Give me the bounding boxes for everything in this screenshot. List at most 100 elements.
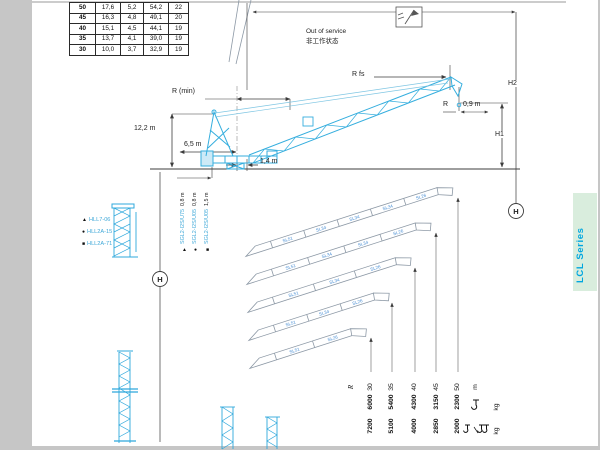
tower-section-label: SGL2-I2S/U05 0,8 m	[192, 192, 198, 244]
capacity-value: 2850	[432, 418, 440, 434]
jib-section-label: SL34	[321, 251, 333, 259]
cell: 30	[69, 44, 96, 56]
out-of-service-label-cn: 非工作状态	[306, 38, 339, 45]
capacity-value: 5100	[387, 418, 395, 434]
mast-legend-label: HLL2A-71	[87, 241, 113, 247]
table-row: 40 15,1 4,5 44,1 19	[69, 23, 189, 35]
jib-section-label: SL34	[349, 214, 361, 222]
mast-legend-label: HLL2A-15	[87, 229, 113, 235]
cell: 4,1	[120, 33, 144, 46]
jib-50m: SL51 SL34 SL34 SL34 SL26	[244, 187, 454, 258]
section-code: SGL2-I2S/U05	[204, 208, 210, 244]
jib-45m: SL51 SL34 SL34 SL26	[245, 222, 432, 286]
table-row: 35 13,7 4,1 39,0 19	[69, 33, 189, 46]
h1-label: H1	[494, 131, 505, 138]
cell: 54,2	[143, 2, 169, 14]
jib-section-label: SL26	[392, 228, 404, 236]
table-row: 30 10,0 3,7 32,9 19	[69, 44, 189, 56]
cell: 17,6	[95, 2, 121, 14]
mast-column-2	[265, 416, 280, 449]
h2-label: H2	[507, 80, 518, 87]
section-code: SGL2-I2S/U05	[192, 208, 198, 244]
cell: 5,2	[120, 2, 144, 14]
mast-sections	[111, 203, 280, 450]
crane-elevation-drawing	[200, 76, 463, 170]
hook-2fall-icon	[463, 424, 489, 434]
jib-section-label: SL26	[327, 334, 339, 342]
jib-chords	[248, 76, 456, 164]
square-marker-icon: ■	[82, 241, 86, 248]
jib-spec-table: 50 17,6 5,2 54,2 22 45 16,3 4,8 49,1 20 …	[69, 2, 189, 56]
jib-35m: SL51 SL34 SL26	[247, 292, 390, 342]
mast-legend-item: ● HLL2A-15	[82, 229, 113, 236]
jib-configurations: SL51 SL34 SL34 SL34 SL26 SL51 SL34 SL34 …	[244, 187, 460, 372]
pivot-offset-label: 1,4 m	[260, 158, 278, 165]
capacity-value: 4000	[410, 418, 418, 434]
cell: 49,1	[143, 12, 169, 25]
cell: 10,0	[95, 44, 121, 56]
capacity-value: 7200	[366, 418, 374, 434]
h-marker-left: H	[157, 275, 162, 284]
jib-section-label: SL51	[285, 263, 297, 271]
table-row: 45 16,3 4,8 49,1 20	[69, 12, 189, 25]
circle-marker-icon: ●	[194, 247, 198, 253]
jib-head	[450, 76, 463, 98]
tip-offset-label: 0,9 m	[463, 101, 481, 108]
triangle-marker-icon: ▲	[82, 217, 87, 224]
series-label: LCL Series	[575, 227, 586, 283]
out-of-service-label: Out of service	[306, 28, 347, 35]
r-fs-label: R fs	[352, 71, 365, 78]
cell: 4,5	[120, 23, 144, 35]
circle-marker-icon: ●	[82, 229, 86, 236]
cell: 4,8	[120, 12, 144, 25]
cell: 15,1	[95, 23, 121, 35]
jib-section-label: SL34	[318, 309, 330, 317]
cell: 44,1	[143, 23, 169, 35]
page-right-edge	[598, 0, 600, 450]
radius-unit: m	[471, 384, 479, 390]
square-marker-icon: ■	[206, 247, 210, 253]
mast-legend-item: ■ HLL2A-71	[82, 241, 113, 248]
cell: 19	[168, 44, 189, 56]
series-tab: LCL Series	[573, 193, 597, 291]
section-size: 0,8 m	[192, 192, 198, 206]
a-frame	[205, 110, 234, 157]
h-axis-markers: H H	[152, 203, 524, 287]
jib-section-label: SL34	[382, 203, 394, 211]
jib-section-label: SL26	[352, 298, 364, 306]
cab	[266, 150, 278, 164]
cell: 35	[69, 33, 96, 46]
jib-platform	[302, 116, 314, 127]
cell: 19	[168, 23, 189, 35]
load-table-radius-header: R	[347, 384, 355, 390]
cell: 20	[168, 12, 189, 25]
out-of-service-flag-icon	[395, 6, 423, 28]
tall-tower	[112, 350, 138, 443]
r-min-label: R (min)	[172, 88, 195, 95]
cell: 3,7	[120, 44, 144, 56]
cell: 45	[69, 12, 96, 25]
capacity-value: 2000	[453, 418, 461, 434]
section-size: 1,5 m	[204, 192, 210, 206]
cell: 16,3	[95, 12, 121, 25]
jib-section-label: SL51	[289, 346, 301, 354]
legend-mast	[111, 203, 138, 258]
page-bottom-edge	[0, 446, 600, 450]
jib-section-label: SL51	[282, 235, 294, 243]
triangle-marker-icon: ▲	[182, 247, 187, 253]
cell: 40	[69, 23, 96, 35]
tower-section-label: SGL2-I2S/U05 1,5 m	[204, 192, 210, 244]
jib-section-label: SL34	[357, 240, 369, 248]
jib-section-label: SL26	[370, 264, 382, 272]
cell: 22	[168, 2, 189, 14]
tower-height-label: 12,2 m	[134, 125, 156, 132]
jib-section-label: SL26	[415, 193, 427, 201]
cell: 32,9	[143, 44, 169, 56]
cell: 39,0	[143, 33, 169, 46]
jib-section-label: SL51	[288, 290, 300, 298]
jib-section-label: SL51	[285, 319, 297, 327]
tower-section-label: SGL2-I2S/U750,8 m	[180, 192, 186, 244]
jib-section-label: SL34	[315, 225, 327, 233]
